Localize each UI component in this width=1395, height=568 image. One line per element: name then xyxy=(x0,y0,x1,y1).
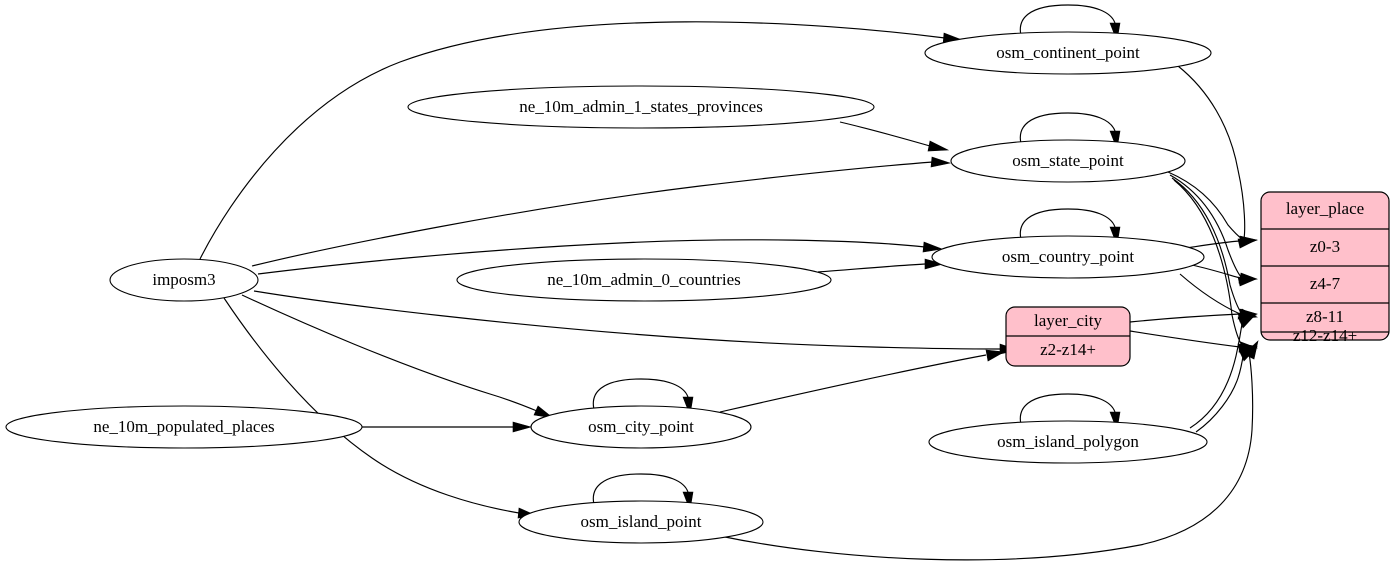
node-osm_island_polygon[interactable]: osm_island_polygon xyxy=(928,420,1208,464)
record-layer: layer_place z0-3 z4-7 z8-11 z12-z14+ lay… xyxy=(1005,191,1390,367)
record-node-layer_place[interactable]: layer_place z0-3 z4-7 z8-11 z12-z14+ xyxy=(1260,191,1390,345)
node-osm_country_point[interactable]: osm_country_point xyxy=(931,235,1205,279)
node-osm_state_point[interactable]: osm_state_point xyxy=(950,139,1186,183)
node-imposm3[interactable]: imposm3 xyxy=(109,258,259,302)
node-ne_10m_admin_0_countries[interactable]: ne_10m_admin_0_countries xyxy=(456,258,832,302)
edge-osm_island_polygon-to-layer_place-z8-11 xyxy=(1189,313,1257,429)
edge-osm_island_point-to-layer_place-z12-z14+ xyxy=(719,340,1259,561)
edge-ne_10m_admin_0_countries-to-osm_country_point xyxy=(817,258,945,273)
node-osm_city_point[interactable]: osm_city_point xyxy=(530,405,752,449)
edge-osm_island_polygon-to-layer_place-z12-z14+ xyxy=(1195,346,1258,433)
node-layer: imposm3 ne_10m_admin_1_states_provinces … xyxy=(5,31,1212,544)
edge-ne_10m_populated_places-to-osm_city_point xyxy=(362,421,533,433)
edge-ne_10m_admin_1_states_provinces-to-osm_state_point xyxy=(839,121,950,152)
edge-imposm3-to-osm_island_point xyxy=(223,297,539,519)
edge-layer xyxy=(199,4,1259,561)
edge-osm_city_point-to-layer_city-z2-z14+ xyxy=(719,349,1005,413)
edge-imposm3-to-osm_continent_point xyxy=(199,21,963,260)
node-osm_continent_point[interactable]: osm_continent_point xyxy=(924,31,1212,75)
edge-imposm3-to-osm_country_point xyxy=(257,239,944,275)
edge-imposm3-to-osm_city_point xyxy=(241,294,555,419)
edge-imposm3-to-osm_state_point xyxy=(251,156,952,267)
edge-osm_country_point-to-layer_place-z4-7 xyxy=(1191,264,1259,284)
node-ne_10m_populated_places[interactable]: ne_10m_populated_places xyxy=(5,405,363,449)
edge-osm_country_point-to-layer_place-z0-3 xyxy=(1185,235,1259,249)
node-ne_10m_admin_1_states_provinces[interactable]: ne_10m_admin_1_states_provinces xyxy=(407,85,875,129)
edge-osm_continent_point-to-layer_place-z0-3 xyxy=(1177,65,1258,248)
edge-osm_state_point-to-layer_place-z4-7 xyxy=(1169,174,1258,287)
record-node-layer_city[interactable]: layer_city z2-z14+ xyxy=(1005,306,1131,367)
edge-layer_city-to-layer_place-z8-11 xyxy=(1129,308,1259,323)
node-osm_island_point[interactable]: osm_island_point xyxy=(518,500,764,544)
